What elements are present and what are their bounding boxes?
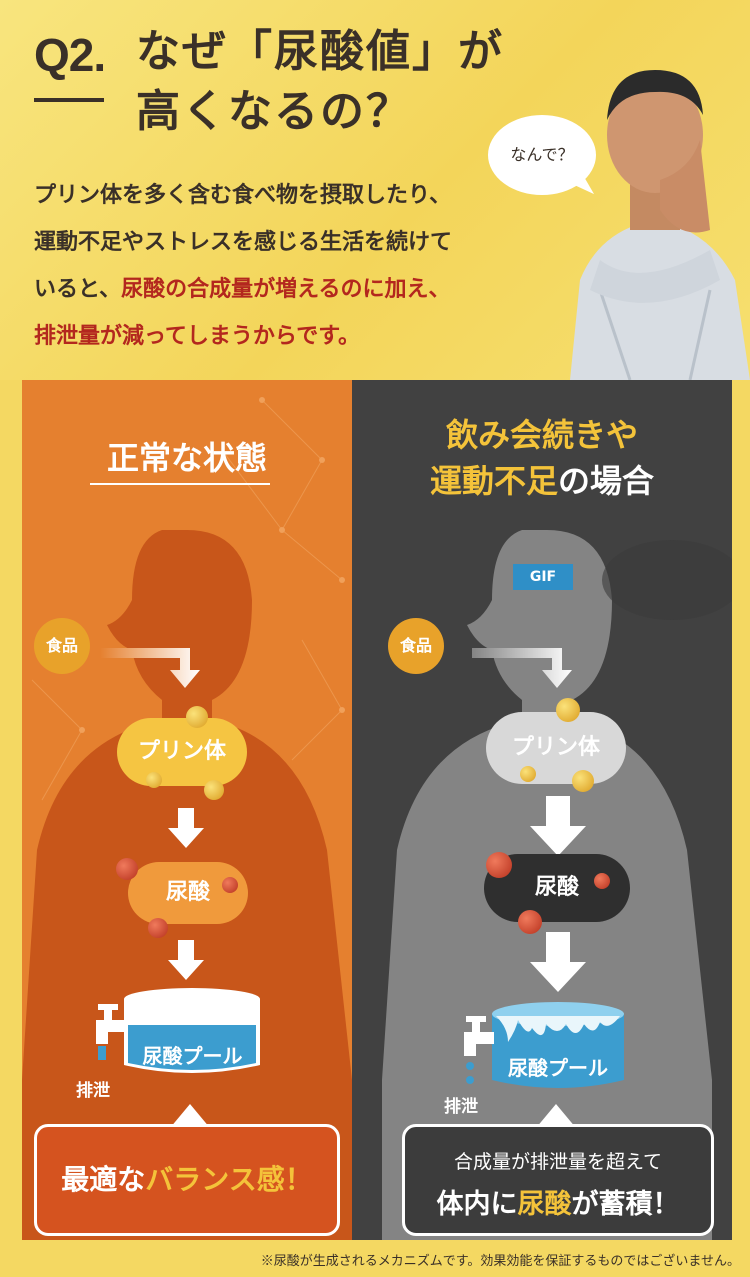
uric-acid-pool-left <box>124 988 260 1073</box>
food-flow-arrow-left <box>100 648 200 688</box>
result-line-2-highlight: 尿酸 <box>517 1189 572 1220</box>
result-line-2-plain-2: が蓄積！ <box>571 1189 680 1220</box>
pool-label-left: 尿酸プール <box>142 1044 243 1068</box>
faucet-icon <box>464 1016 494 1084</box>
purine-particle <box>186 706 208 728</box>
question-underline <box>34 98 104 102</box>
purine-particle <box>572 770 594 792</box>
uric-acid-cloud-left: 尿酸 <box>128 862 248 924</box>
food-flow-arrow-right <box>472 648 572 688</box>
down-arrow-icon <box>530 932 586 992</box>
heading-plain: の場合 <box>558 462 655 500</box>
result-plain: 最適な <box>61 1163 146 1196</box>
uric-acid-particle <box>222 877 238 893</box>
callout-pointer <box>170 1104 210 1128</box>
faucet-icon <box>96 1004 126 1060</box>
food-badge-left: 食品 <box>34 618 90 674</box>
heading-line-1: 飲み会続きや <box>445 416 638 454</box>
down-arrow-icon <box>530 796 586 856</box>
purine-particle <box>204 780 224 800</box>
heading-line-2: 運動不足の場合 <box>352 458 732 504</box>
excretion-label-right: 排泄 <box>444 1097 478 1117</box>
question-number: Q2. <box>34 29 106 81</box>
heading-highlight: 運動不足 <box>429 462 558 500</box>
down-arrow-icon <box>168 940 204 980</box>
purine-particle <box>520 766 536 782</box>
worried-man-photo <box>570 70 750 380</box>
down-arrow-icon <box>168 808 204 848</box>
speech-bubble: なんで？ <box>488 115 596 195</box>
food-badge-right: 食品 <box>388 618 444 674</box>
uric-acid-particle <box>116 858 138 880</box>
purine-particle <box>146 772 162 788</box>
purine-particle <box>556 698 580 722</box>
uric-acid-pool-right <box>492 1002 624 1088</box>
pool-label-right: 尿酸プール <box>508 1056 608 1080</box>
uric-acid-particle <box>148 918 168 938</box>
intro-line-3-plain: いると、 <box>34 277 122 302</box>
normal-result-box: 最適なバランス感！ <box>34 1124 340 1236</box>
intro-line-3-red: 尿酸の合成量が増えるのに加え、 <box>121 277 451 302</box>
intro-line-4: 排泄量が減ってしまうからです。 <box>34 324 361 349</box>
bad-lifestyle-heading: 飲み会続きや 運動不足の場合 <box>352 412 732 504</box>
result-highlight: バランス感！ <box>145 1163 313 1196</box>
result-line-2-plain-1: 体内に <box>436 1189 518 1220</box>
intro-line-3: いると、尿酸の合成量が増えるのに加え、 <box>34 266 534 313</box>
uric-acid-particle <box>594 873 610 889</box>
result-line-1: 合成量が排泄量を超えて <box>453 1151 663 1173</box>
excretion-label-left: 排泄 <box>76 1081 110 1101</box>
disclaimer-footnote: ※尿酸が生成されるメカニズムです。効果効能を保証するものではございません。 <box>260 1254 740 1269</box>
normal-state-heading: 正常な状態 <box>106 439 267 477</box>
bad-result-box: 合成量が排泄量を超えて 体内に尿酸が蓄積！ <box>402 1124 714 1236</box>
uric-acid-particle <box>518 910 542 934</box>
uric-acid-particle <box>486 852 512 878</box>
purine-cloud-left: プリン体 <box>117 718 247 786</box>
intro-line-1: プリン体を多く含む食べ物を摂取したり、 <box>34 183 452 208</box>
intro-line-2: 運動不足やストレスを感じる生活を続けて <box>34 230 453 255</box>
heading-underline <box>90 483 270 485</box>
result-line-2: 体内に尿酸が蓄積！ <box>405 1182 711 1221</box>
callout-pointer <box>536 1104 576 1128</box>
gif-badge: GIF <box>513 564 573 590</box>
purine-cloud-right: プリン体 <box>486 712 626 784</box>
intro-text: プリン体を多く含む食べ物を摂取したり、 運動不足やストレスを感じる生活を続けて … <box>34 172 534 360</box>
title-line-1: なぜ「尿酸値」が <box>136 26 504 77</box>
title-line-2: 高くなるの？ <box>136 86 412 137</box>
page-title: なぜ「尿酸値」が 高くなるの？ <box>136 22 504 142</box>
